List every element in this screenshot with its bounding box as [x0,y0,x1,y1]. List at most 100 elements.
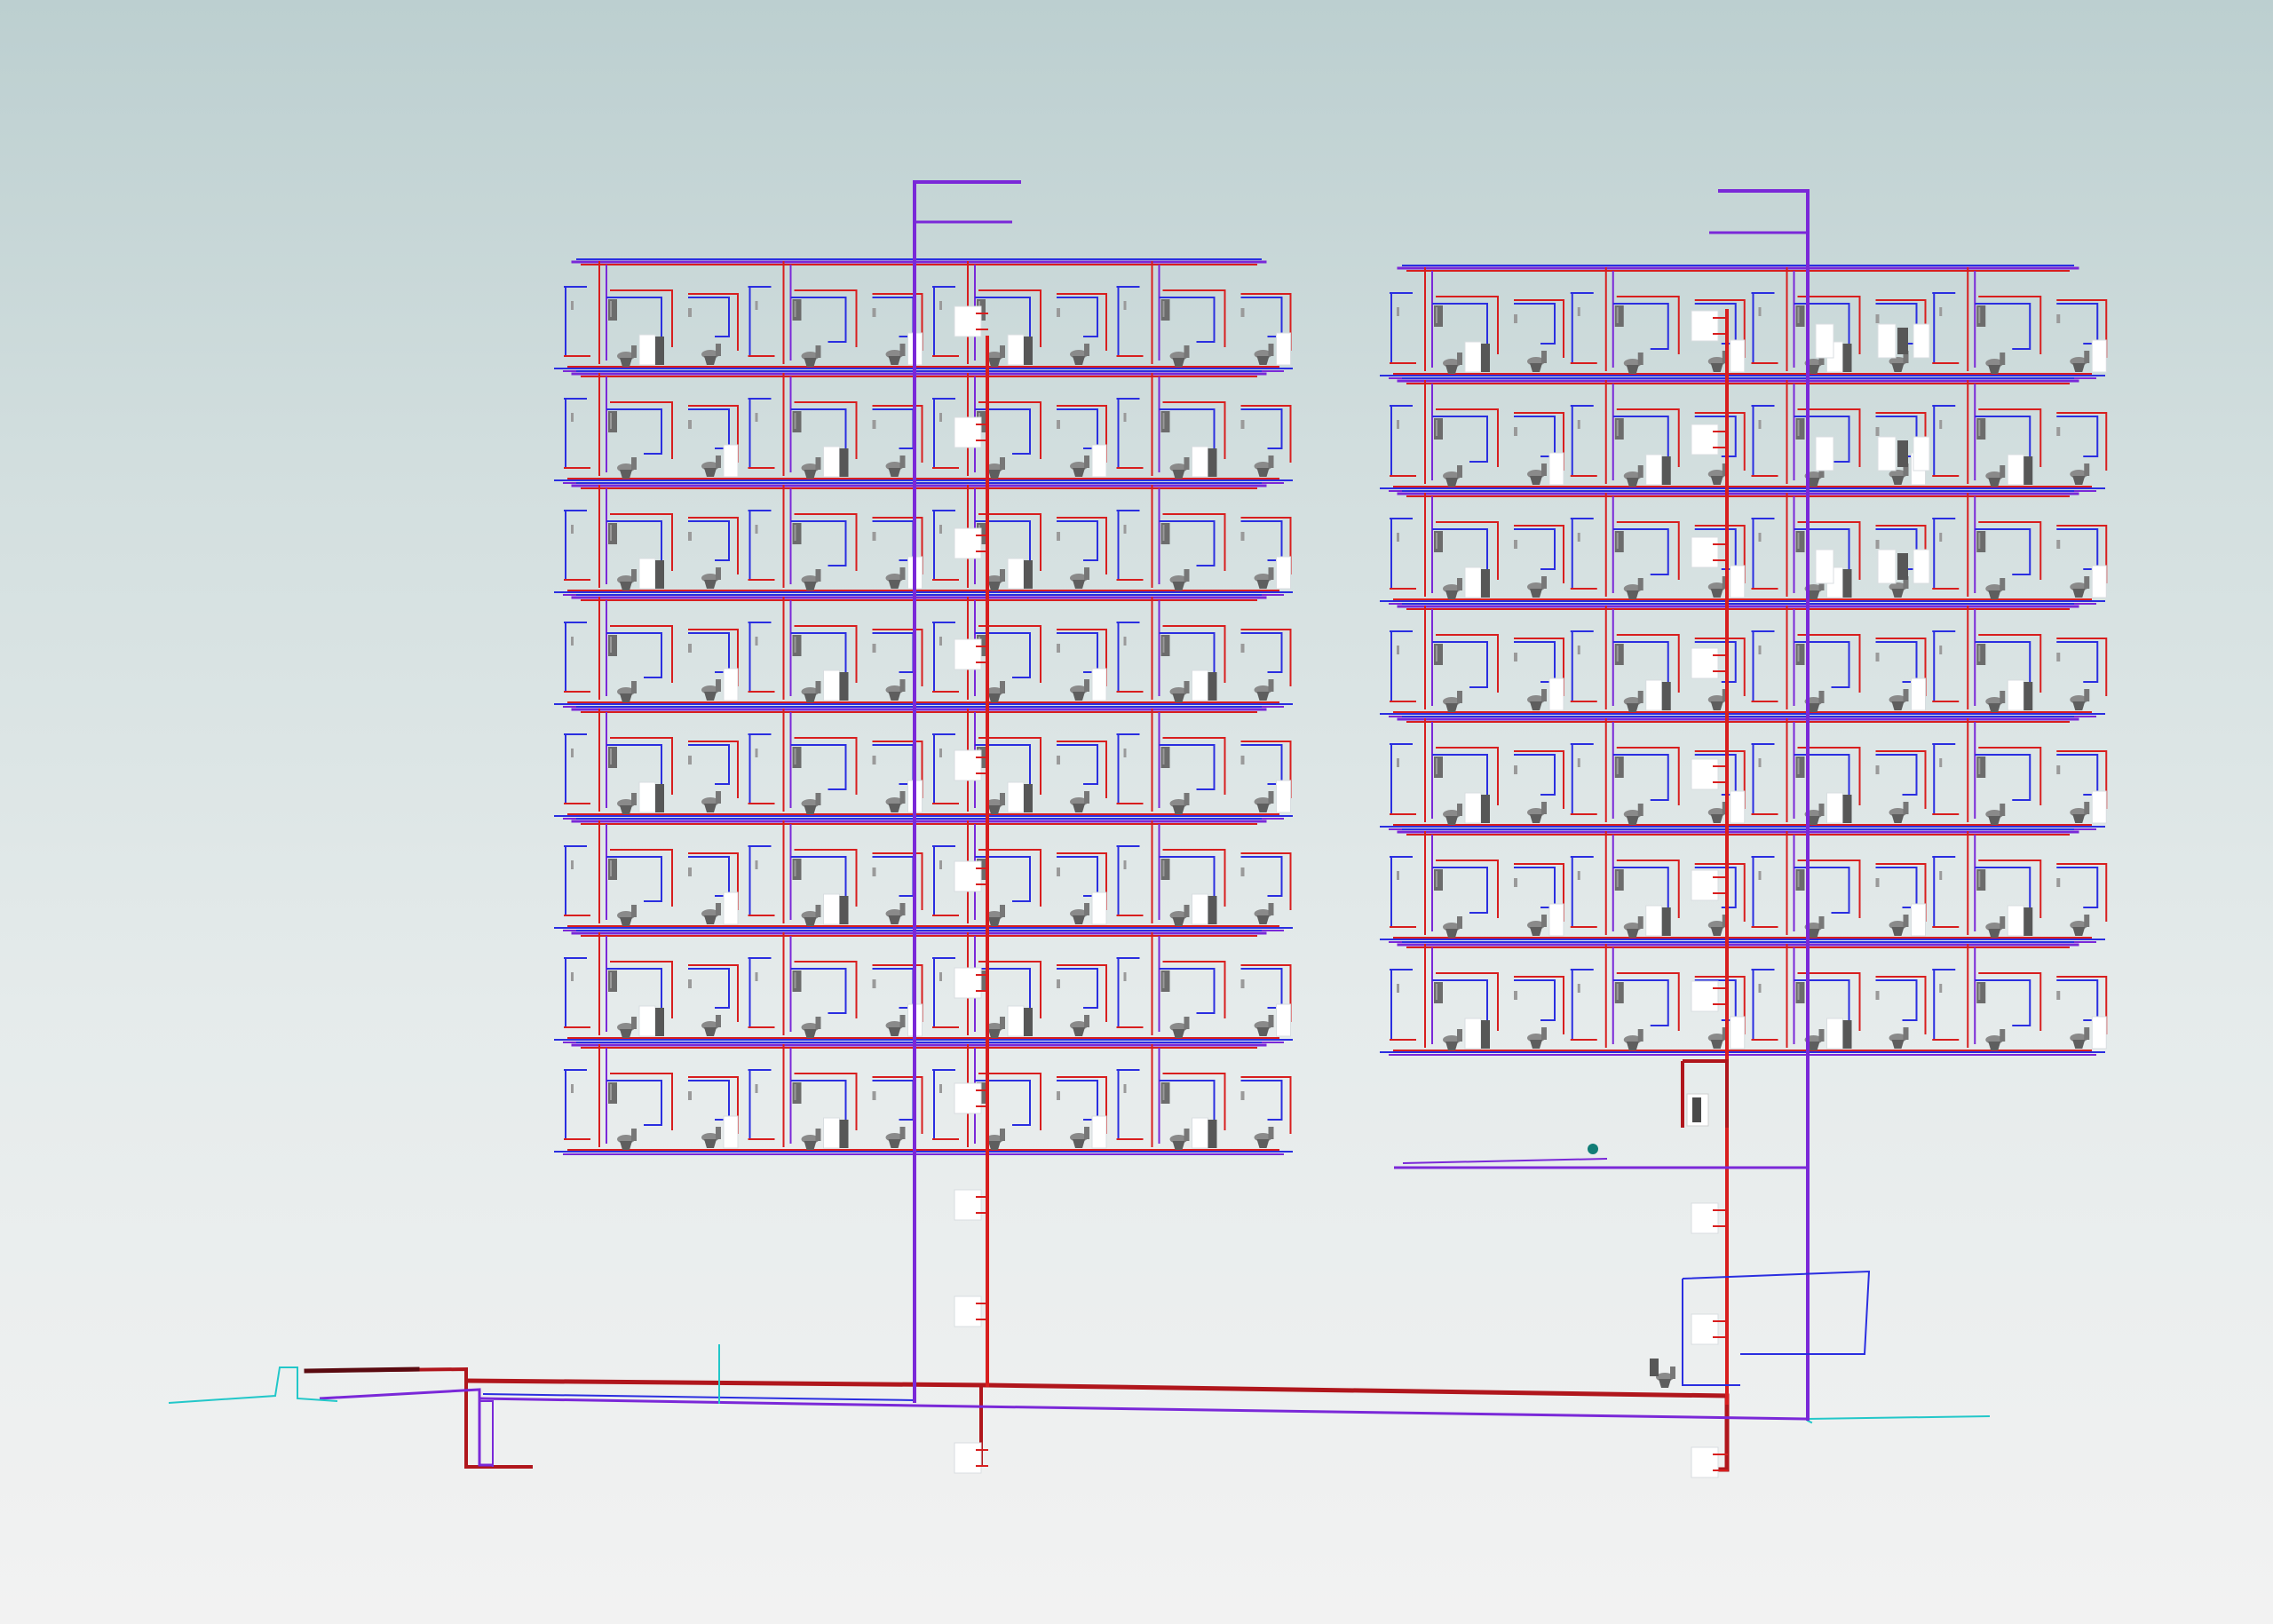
toilet-fixture [801,457,821,479]
toilet-fixture [1985,353,2006,374]
floor-4[interactable] [554,594,1293,708]
lower-loop-cold[interactable] [1682,1279,1740,1386]
branch-cold [1057,744,1098,785]
floor-2[interactable] [554,370,1293,484]
toilet-base [888,1027,901,1036]
equipment-box [1007,1005,1025,1037]
drain-east [1806,1419,1813,1424]
toilet-fixture [2070,576,2090,598]
floor-5[interactable] [554,706,1293,820]
equipment-box [2091,1016,2107,1050]
equipment-box [1691,980,1719,1012]
basement-vent-run[interactable] [1402,1158,1608,1164]
branch-hot [1514,412,1564,471]
branch-hot [2056,750,2108,809]
water-heater-shading [794,1084,796,1100]
toilet-tank [1184,905,1190,917]
water-heater-shading [610,525,612,541]
floor-6[interactable] [1380,828,2108,943]
toilet-base [1891,927,1905,936]
toilet-base [1530,701,1542,710]
valve-fitting [1123,749,1127,757]
water-heater [1160,747,1170,768]
vent-stack-right[interactable] [1718,189,1810,1421]
toilet-tank [815,905,821,917]
water-heater [1434,305,1443,327]
branch-cold [1057,520,1098,561]
toilet-fixture [617,793,637,814]
risers[interactable] [913,180,1871,1478]
toilet-base [1626,478,1639,487]
floor-5[interactable] [1380,716,2108,830]
toilet-tank [631,457,637,470]
toilet-tank [1084,456,1089,468]
valve-fitting [2056,991,2061,1000]
water-heater [1614,757,1624,778]
equipment-box [1276,332,1291,366]
floor-8[interactable] [554,1042,1293,1155]
water-heater-shading [1616,420,1619,436]
toilet-base [1891,363,1905,372]
heater-feed[interactable] [1683,1059,1729,1128]
floor-6[interactable] [554,818,1293,931]
toilet-tank [1184,681,1190,693]
toilet-base [888,804,901,812]
toilet-tank [1541,576,1547,589]
equipment-box [1877,549,1897,584]
toilet-tank [1637,804,1643,816]
branch-hot [688,517,739,574]
equipment-box [1645,454,1663,486]
toilet-tank [1541,915,1547,927]
floor-7[interactable] [554,930,1293,1043]
drain-west [168,1367,338,1404]
toilet-base [1988,365,2001,374]
water-heater [608,523,617,544]
toilet-tank [1268,1015,1274,1027]
floor-2[interactable] [1380,377,2108,492]
floor-3[interactable] [554,482,1293,596]
valve-fitting [1397,533,1399,542]
toilet-base [1172,693,1185,702]
branch-hot [2056,863,2108,922]
valve-fitting [571,525,574,534]
branch-hot [978,849,1041,907]
floor-1[interactable] [554,258,1293,372]
floor-4[interactable] [1380,603,2108,717]
toilet-tank [1670,1367,1675,1379]
toilet-fixture [1623,691,1643,712]
toilet-fixture [986,793,1005,814]
branch-cold [688,297,730,337]
toilet-base [1626,703,1639,712]
valve-marker-icon[interactable] [1588,1144,1598,1154]
dark-equipment [1661,682,1671,710]
toilet-tank [899,456,906,468]
building-right-piping[interactable] [1380,265,2108,1056]
toilet-tank [1084,679,1089,692]
toilet-base [1445,478,1458,487]
toilet-tank [2084,802,2090,814]
vent-stack-left[interactable] [913,180,1021,1403]
equipment-box [1691,758,1719,790]
branch-hot [688,405,739,463]
floor-3[interactable] [1380,490,2108,605]
valve-fitting [872,1091,876,1100]
toilet-fixture [1985,691,2006,712]
lower-loop-cold[interactable] [1682,1270,1871,1355]
toilet-fixture [885,679,906,701]
branch-hot [1057,517,1107,574]
toilet-fixture [801,1129,821,1150]
water-heater-shading [1616,533,1619,549]
branch-hot [1694,863,1746,922]
floor-1[interactable] [1380,265,2108,379]
toilet-fixture [986,457,1005,479]
branch-cold [1240,1080,1283,1121]
valve-fitting [688,867,692,876]
building-left-piping[interactable] [554,258,1293,1155]
toilet-base [804,805,817,814]
equipment-box [1091,891,1107,925]
water-heater-shading [1616,646,1619,661]
floor-7[interactable] [1380,941,2108,1056]
branch-hot [794,849,858,907]
